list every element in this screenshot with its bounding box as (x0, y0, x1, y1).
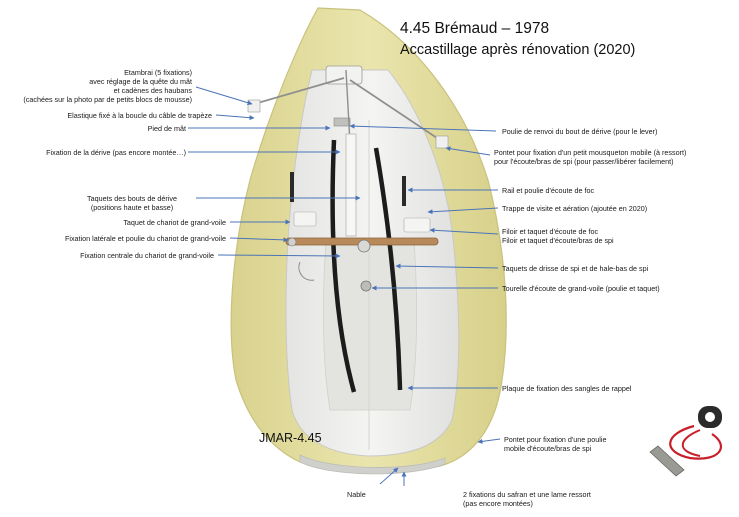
jib-rail-right (402, 176, 406, 206)
label-pied-mat: Pied de mât (147, 124, 186, 133)
label-poulie-renvoi: Poulie de renvoi du bout de dérive (pour… (502, 127, 658, 136)
label-nable: Nable (347, 490, 366, 499)
label-tourelle: Tourelle d'écoute de grand-voile (poulie… (502, 284, 660, 293)
jib-fairlead-plate-left (293, 211, 317, 227)
traveller-side-block (287, 237, 297, 247)
mast-step (333, 117, 351, 127)
transom (299, 454, 446, 475)
label-rail-foc: Rail et poulie d'écoute de foc (502, 186, 595, 195)
page-title: 4.45 Brémaud – 1978 (400, 20, 550, 37)
label-etambrai: Etambrai (5 fixations) avec réglage de l… (23, 68, 192, 104)
jib-rail-left (290, 172, 294, 202)
label-elastique: Elastique fixé à la boucle du câble de t… (67, 111, 212, 120)
label-taquet-chariot: Taquet de chariot de grand-voile (123, 218, 226, 227)
annotation-arrows (188, 86, 501, 486)
label-fixation-laterale: Fixation latérale et poulie du chariot d… (64, 234, 226, 243)
loose-line (298, 261, 315, 281)
traveller-block (357, 239, 371, 253)
pontet-pulley-detail-icon (649, 406, 723, 477)
etambrai-plate (325, 65, 363, 85)
label-fixation-centrale: Fixation centrale du chariot de grand-vo… (80, 251, 214, 260)
hiking-strap-right (373, 147, 403, 391)
centreboard-case (345, 133, 357, 237)
label-plaque: Plaque de fixation des sangles de rappel (502, 384, 632, 393)
shroud-block-left (247, 99, 261, 113)
label-fixation-derive: Fixation de la dérive (pas encore montée… (46, 148, 186, 157)
shroud-block-right (435, 135, 449, 149)
hiking-strap-left (330, 139, 357, 393)
label-pontet-arriere: Pontet pour fixation d'une poulie mobile… (504, 435, 607, 453)
label-pontet-avant: Pontet pour fixation d'un petit mousquet… (494, 148, 687, 166)
label-taquets-drisse: Taquets de drisse de spi et de hale-bas … (502, 264, 649, 273)
label-taquets-derive: Taquets des bouts de dérive (positions h… (87, 194, 177, 212)
label-trappe: Trappe de visite et aération (ajoutée en… (502, 204, 648, 213)
shroud-left (253, 77, 345, 105)
shroud-right (349, 79, 441, 141)
hull-marking: JMAR-4.45 (259, 431, 322, 445)
jib-fairlead-plate-right (403, 217, 431, 233)
cockpit-floor (322, 239, 418, 411)
label-safran: 2 fixations du safran et une lame ressor… (463, 490, 591, 508)
label-filoir: Filoir et taquet d'écoute de foc Filoir … (502, 227, 614, 245)
mainsheet-turret (360, 280, 372, 292)
page-subtitle: Accastillage après rénovation (2020) (400, 42, 636, 58)
